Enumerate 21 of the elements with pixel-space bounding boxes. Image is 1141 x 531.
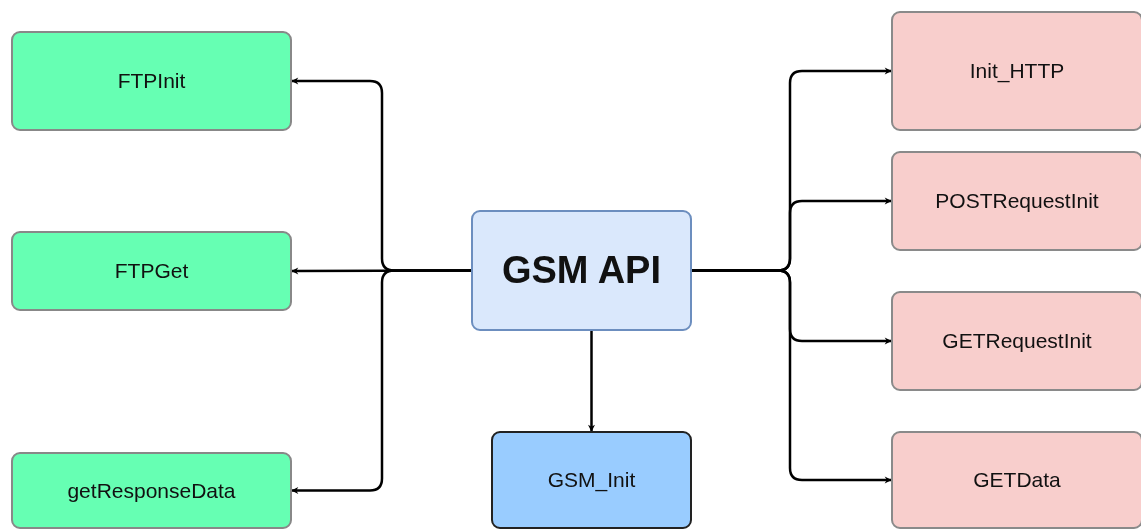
process-box xyxy=(891,291,1141,391)
process-box xyxy=(891,11,1141,131)
box-label: POSTRequestInit xyxy=(935,189,1099,213)
process-box xyxy=(11,452,292,529)
arrow xyxy=(588,331,595,432)
box-label: GSM API xyxy=(501,249,662,292)
box-label: FTPGet xyxy=(114,259,189,283)
process-box xyxy=(891,151,1141,251)
box-label: GSM_Init xyxy=(547,468,636,492)
arrow xyxy=(291,269,471,494)
box-label: FTPInit xyxy=(117,69,186,93)
process-box xyxy=(11,231,292,311)
process-box xyxy=(891,431,1141,529)
box-label: GETData xyxy=(973,468,1061,492)
process-box xyxy=(491,431,692,529)
process-box xyxy=(11,31,292,131)
box-label: GETRequestInit xyxy=(942,329,1092,353)
box-label: Init_HTTP xyxy=(969,59,1065,83)
box-label: getResponseData xyxy=(67,478,236,503)
arrow xyxy=(692,269,892,484)
process-box xyxy=(471,210,692,331)
